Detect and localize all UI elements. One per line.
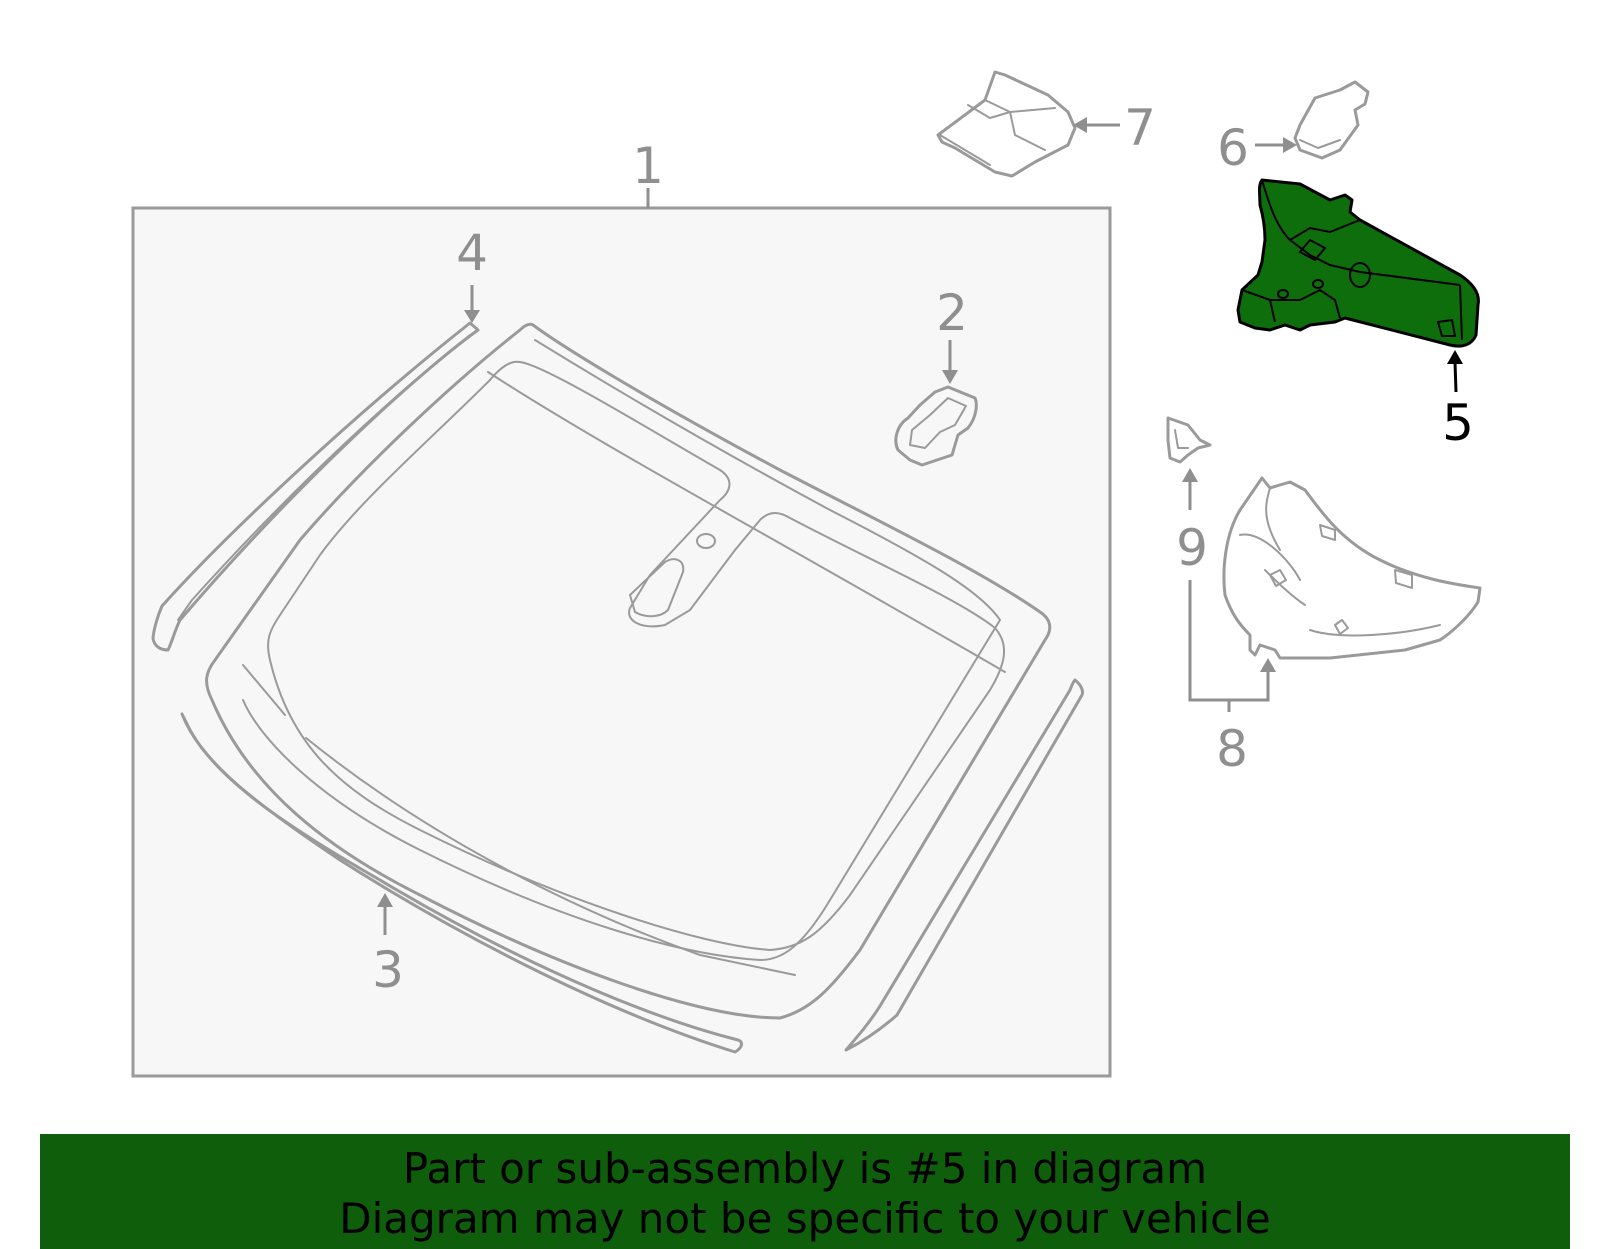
callout-1: 1 (632, 137, 664, 195)
windshield-glass[interactable] (205, 322, 1052, 1020)
side-molding-left[interactable] (151, 321, 480, 652)
rear-view-mirror-part-5[interactable] (1236, 178, 1480, 348)
banner-line-1: Part or sub-assembly is #5 in diagram (402, 1144, 1208, 1193)
side-molding-right[interactable] (844, 678, 1084, 1052)
arrow-9 (1182, 468, 1198, 482)
callout-2: 2 (936, 284, 968, 342)
callout-7: 7 (1124, 99, 1156, 157)
cover-part-8[interactable] (1222, 476, 1482, 660)
clip-part-9[interactable] (1166, 416, 1212, 464)
arrow-3 (377, 893, 393, 907)
sensor-module-part-7[interactable] (936, 70, 1077, 178)
banner-line-2: Diagram may not be specific to your vehi… (339, 1194, 1271, 1243)
parts-diagram: 1 4 3 2 7 (131, 70, 1482, 1078)
callout-4: 4 (456, 224, 488, 282)
callout-8: 8 (1216, 720, 1248, 778)
callout-3: 3 (372, 941, 404, 999)
info-banner: Part or sub-assembly is #5 in diagram Di… (40, 1134, 1570, 1249)
bracket-part-2[interactable] (894, 385, 978, 467)
arrow-2 (942, 370, 958, 384)
arrow-4 (464, 310, 480, 323)
callout-6: 6 (1217, 119, 1249, 177)
leader-5 (1453, 361, 1458, 393)
callout-9: 9 (1176, 519, 1208, 577)
cover-part-6[interactable] (1293, 80, 1370, 160)
arrow-5 (1447, 350, 1463, 364)
leader-8 (1188, 580, 1270, 702)
arrow-8 (1260, 658, 1276, 672)
lower-molding[interactable] (180, 712, 744, 1054)
arrow-6 (1283, 137, 1297, 153)
arrow-7 (1073, 117, 1087, 133)
callout-5: 5 (1442, 394, 1474, 452)
